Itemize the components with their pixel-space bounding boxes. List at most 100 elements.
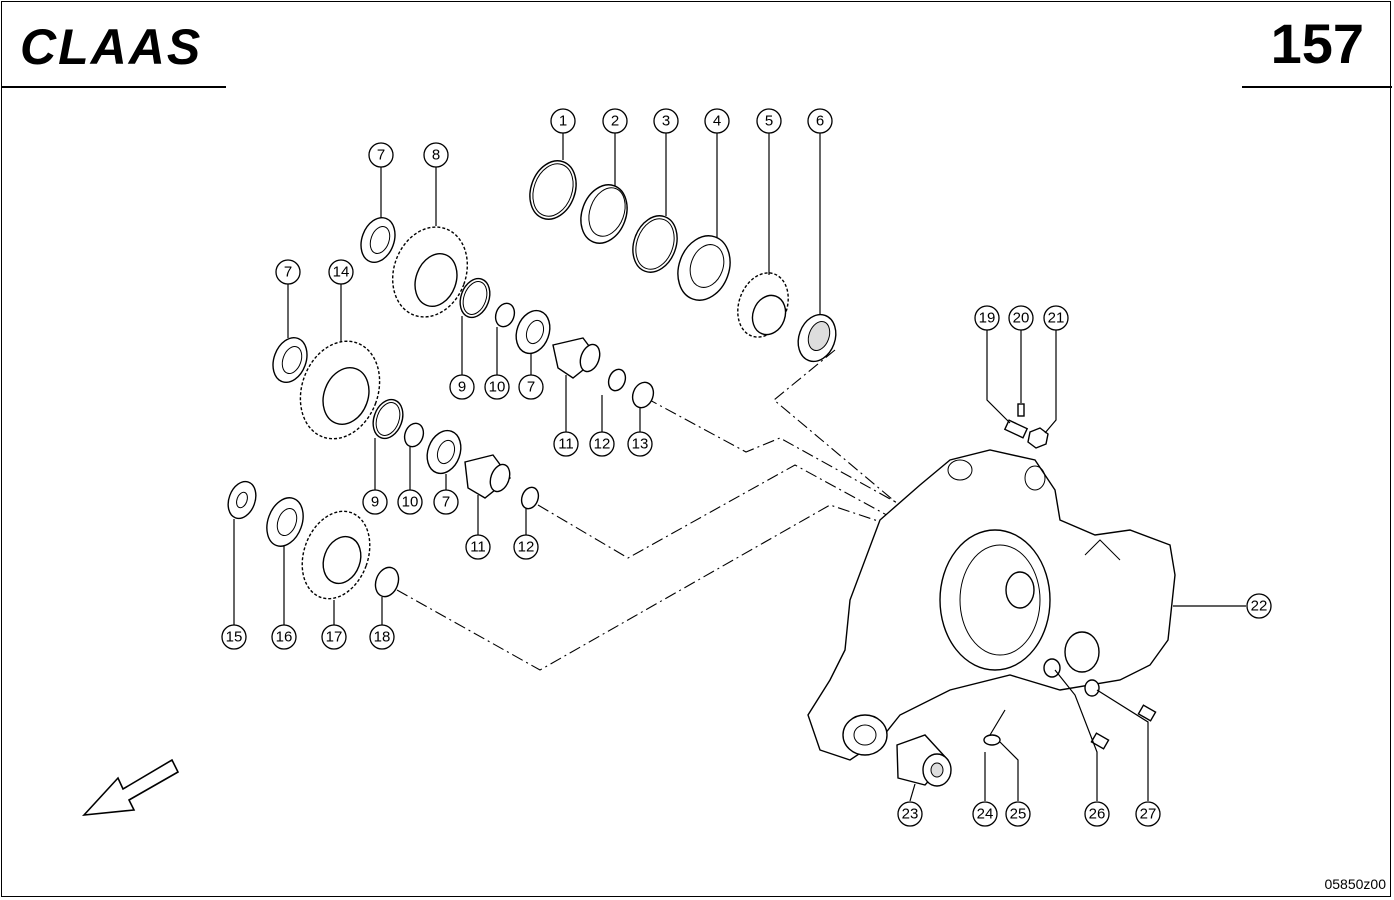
svg-text:27: 27: [1140, 806, 1157, 823]
svg-text:5: 5: [765, 113, 773, 130]
callout-11-lower: 11: [465, 534, 491, 560]
svg-text:16: 16: [276, 629, 293, 646]
part-screw-19: [1003, 419, 1029, 439]
part-small-gear: [737, 272, 789, 338]
svg-text:19: 19: [979, 310, 996, 327]
page-number: 157: [1270, 12, 1364, 75]
part-bearing-7c: [515, 309, 551, 355]
part-nipple-20: [1017, 403, 1025, 417]
callout-18: 18: [369, 624, 395, 650]
svg-text:CLAAS: CLAAS: [20, 20, 202, 70]
part-sleeve: [580, 184, 628, 244]
svg-text:7: 7: [377, 147, 385, 164]
part-nut-21: [1027, 427, 1049, 449]
callout-15: 15: [221, 624, 247, 650]
callout-5: 5: [756, 108, 782, 134]
part-gearbox-housing: [807, 449, 1176, 761]
part-circlip-18: [374, 566, 400, 598]
part-plug-26: [1090, 732, 1110, 750]
callout-12-upper: 12: [589, 431, 615, 457]
part-fitting-24: [983, 709, 1006, 746]
callout-19: 19: [974, 305, 1000, 331]
callout-2: 2: [602, 108, 628, 134]
callout-14: 14: [328, 259, 354, 285]
svg-text:21: 21: [1048, 310, 1065, 327]
callout-21: 21: [1043, 305, 1069, 331]
svg-text:6: 6: [816, 113, 824, 130]
part-shaft-11b: [464, 454, 511, 499]
callout-16: 16: [271, 624, 297, 650]
svg-text:9: 9: [458, 379, 466, 396]
svg-text:13: 13: [632, 436, 649, 453]
part-bushing-23: [896, 734, 952, 787]
svg-text:14: 14: [333, 264, 350, 281]
callout-10-lower: 10: [397, 489, 423, 515]
callout-7-upper-bearing: 7: [518, 374, 544, 400]
svg-text:26: 26: [1089, 806, 1106, 823]
svg-text:9: 9: [371, 494, 379, 511]
arrow-down-left-icon: [81, 758, 180, 817]
part-gear-14: [299, 340, 381, 440]
svg-text:20: 20: [1013, 310, 1030, 327]
svg-text:3: 3: [662, 113, 670, 130]
callout-1: 1: [550, 108, 576, 134]
callout-24: 24: [972, 801, 998, 827]
callout-25: 25: [1005, 801, 1031, 827]
part-bearing-16: [266, 497, 304, 547]
drawing-code: 05850z00: [1324, 876, 1386, 892]
header-rule-right: [1242, 86, 1392, 88]
part-ring-9a: [459, 277, 491, 319]
svg-text:22: 22: [1251, 598, 1268, 615]
leader-lines: [233, 133, 1246, 802]
part-bearing-7b: [272, 337, 308, 383]
svg-text:11: 11: [470, 539, 486, 556]
callout-26: 26: [1084, 801, 1110, 827]
callout-10-upper: 10: [484, 374, 510, 400]
part-circlip: [632, 215, 678, 273]
part-plug-27: [1137, 704, 1157, 722]
svg-text:2: 2: [611, 113, 619, 130]
callout-23: 23: [897, 801, 923, 827]
callout-3: 3: [653, 108, 679, 134]
svg-text:25: 25: [1010, 806, 1027, 823]
part-bearing-7d: [426, 429, 462, 475]
svg-text:12: 12: [594, 436, 611, 453]
part-ring-9b: [372, 398, 404, 440]
svg-text:7: 7: [284, 264, 292, 281]
callout-7-lower-bearing: 7: [433, 489, 459, 515]
svg-text:17: 17: [326, 629, 343, 646]
part-seal: [797, 313, 837, 363]
part-ring-12a: [607, 368, 627, 392]
claas-logo: CLAAS: [20, 20, 202, 70]
callout-7-upper: 7: [368, 142, 394, 168]
assembly-lines: [396, 349, 911, 671]
callout-6: 6: [807, 108, 833, 134]
part-gear-8: [391, 226, 469, 318]
svg-text:10: 10: [489, 379, 506, 396]
part-shaft-11a: [552, 337, 601, 379]
part-bearing-7a: [360, 217, 396, 263]
callout-9-upper: 9: [449, 374, 475, 400]
callout-12-lower: 12: [513, 534, 539, 560]
svg-text:15: 15: [226, 629, 243, 646]
part-bearing-large: [677, 235, 731, 301]
part-ring-12b: [520, 486, 540, 510]
svg-text:24: 24: [977, 806, 994, 823]
svg-text:8: 8: [432, 147, 440, 164]
callout-4: 4: [704, 108, 730, 134]
part-o-ring: [529, 160, 577, 220]
svg-text:18: 18: [374, 629, 391, 646]
svg-text:7: 7: [442, 494, 450, 511]
svg-text:12: 12: [518, 539, 535, 556]
callout-27: 27: [1135, 801, 1161, 827]
callout-8: 8: [423, 142, 449, 168]
part-circlip-13: [631, 381, 655, 409]
svg-text:11: 11: [558, 436, 574, 453]
svg-text:10: 10: [402, 494, 419, 511]
part-gear-17: [301, 510, 371, 600]
callout-17: 17: [321, 624, 347, 650]
part-washer-10b: [403, 422, 425, 448]
callout-20: 20: [1008, 305, 1034, 331]
